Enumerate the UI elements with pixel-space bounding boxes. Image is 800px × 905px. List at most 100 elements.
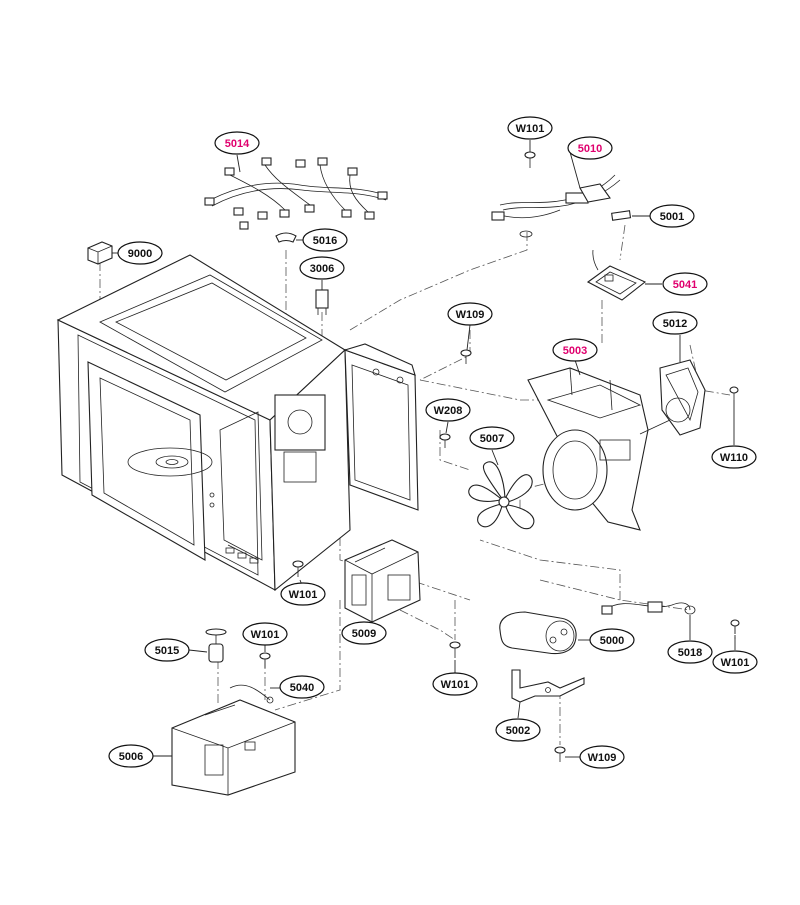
label-text: 5009 <box>352 628 376 640</box>
label-bubble <box>552 338 598 362</box>
label-bubble <box>495 718 541 742</box>
screw-w101-right <box>730 619 740 634</box>
label-bubble <box>469 426 515 450</box>
part-3006-switch <box>315 289 329 315</box>
part-labels: 5014W10150105001900050163006W10950415003… <box>108 116 758 769</box>
label-text: W101 <box>441 679 470 691</box>
label-bubble <box>711 445 757 469</box>
label-bubble <box>279 675 325 699</box>
label-w101-lower: W101 <box>432 672 478 696</box>
label-bubble <box>242 622 288 646</box>
label-bubble <box>299 256 345 280</box>
part-5015-stirrer <box>205 628 227 663</box>
back-panel <box>343 343 419 511</box>
label-w208: W208 <box>425 398 471 422</box>
label-bubble <box>425 398 471 422</box>
label-text: 5000 <box>600 635 624 647</box>
label-text: W101 <box>289 589 318 601</box>
part-5040-wire <box>229 684 274 704</box>
label-bubble <box>214 131 260 155</box>
label-5002: 5002 <box>495 718 541 742</box>
label-bubble <box>507 116 553 140</box>
label-text: W101 <box>516 123 545 135</box>
part-5016-clip <box>275 232 297 243</box>
label-text: 5002 <box>506 725 530 737</box>
label-text: W101 <box>721 657 750 669</box>
label-text: 5007 <box>480 433 504 445</box>
part-5002-bracket <box>511 669 585 703</box>
label-w109-bottom: W109 <box>579 745 625 769</box>
label-bubble <box>341 621 387 645</box>
label-w110: W110 <box>711 445 757 469</box>
part-5000-capacitor <box>499 611 577 655</box>
label-text: W110 <box>720 452 748 464</box>
part-5007-fan <box>468 461 535 530</box>
label-text: 5006 <box>119 751 143 763</box>
part-5006-base <box>171 699 296 796</box>
label-bubble <box>280 582 326 606</box>
screw-w109-top <box>460 349 472 364</box>
label-5012: 5012 <box>652 311 698 335</box>
label-text: 5014 <box>225 138 250 150</box>
label-5040: 5040 <box>279 675 325 699</box>
label-text: W208 <box>434 405 463 417</box>
label-text: 5041 <box>673 279 697 291</box>
label-text: 5010 <box>578 143 602 155</box>
label-bubble <box>144 638 190 662</box>
label-5001: 5001 <box>649 204 695 228</box>
label-bubble <box>117 241 163 265</box>
label-text: W109 <box>588 752 617 764</box>
label-bubble <box>652 311 698 335</box>
part-5001-fuse <box>611 210 632 221</box>
label-text: 5015 <box>155 645 179 657</box>
label-text: 5018 <box>678 647 702 659</box>
label-5015: 5015 <box>144 638 190 662</box>
label-bubble <box>589 628 635 652</box>
label-bubble <box>302 228 348 252</box>
label-5018: 5018 <box>667 640 713 664</box>
label-w109-top: W109 <box>447 302 493 326</box>
label-bubble <box>579 745 625 769</box>
label-text: W109 <box>456 309 485 321</box>
label-bubble <box>712 650 758 674</box>
label-text: W101 <box>251 629 280 641</box>
label-5006: 5006 <box>108 744 154 768</box>
label-w101-left: W101 <box>242 622 288 646</box>
label-text: 9000 <box>128 248 152 260</box>
microwave-cabinet <box>56 254 351 592</box>
part-5018-cord <box>601 601 696 615</box>
label-text: 5003 <box>563 345 587 357</box>
label-5016: 5016 <box>302 228 348 252</box>
part-5041-board <box>586 249 647 301</box>
label-5000: 5000 <box>589 628 635 652</box>
label-w101-right: W101 <box>712 650 758 674</box>
label-5003: 5003 <box>552 338 598 362</box>
label-5014: 5014 <box>214 131 260 155</box>
label-w101-top: W101 <box>507 116 553 140</box>
screw-w109-bottom <box>554 746 566 762</box>
screw-w208 <box>439 433 451 448</box>
label-bubble <box>447 302 493 326</box>
label-text: 5001 <box>660 211 684 223</box>
screw-w101-left <box>259 652 271 668</box>
label-bubble <box>108 744 154 768</box>
screw-w101-mid <box>292 560 304 577</box>
part-9000-block <box>87 241 113 265</box>
label-bubble <box>662 272 708 296</box>
label-bubble <box>649 204 695 228</box>
label-text: 5040 <box>290 682 314 694</box>
screw-w101-top <box>524 151 536 168</box>
wire-harness-part <box>204 157 388 230</box>
label-5007: 5007 <box>469 426 515 450</box>
label-w101-mid: W101 <box>280 582 326 606</box>
part-5003-fan-duct <box>527 367 649 531</box>
label-bubble <box>432 672 478 696</box>
label-text: 5012 <box>663 318 687 330</box>
part-5009-transformer <box>344 539 421 623</box>
label-3006: 3006 <box>299 256 345 280</box>
label-5010: 5010 <box>567 136 613 160</box>
label-bubble <box>567 136 613 160</box>
part-5012-motor <box>639 359 706 436</box>
